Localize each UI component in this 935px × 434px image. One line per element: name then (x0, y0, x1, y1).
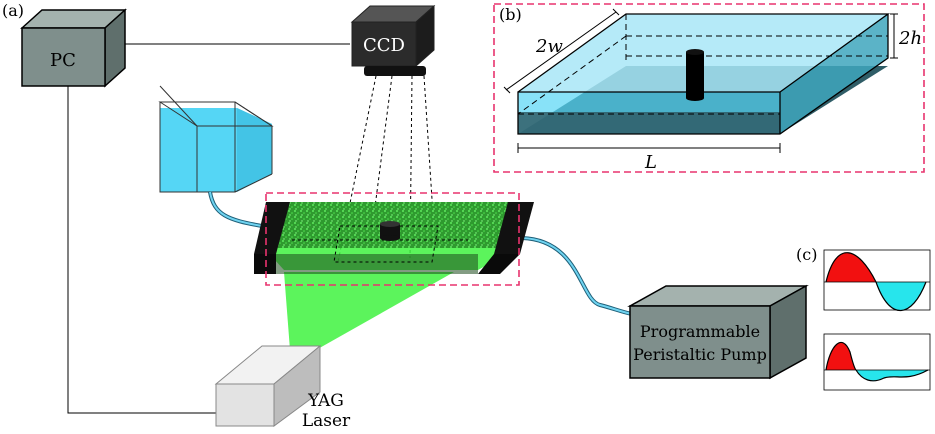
yag-laser: YAG Laser (214, 344, 351, 431)
laser-label-line1: YAG (307, 391, 344, 411)
peristaltic-pump: Programmable Peristaltic Pump (627, 284, 809, 380)
height-dimension-label: 2h (898, 28, 922, 49)
ccd-label: CCD (363, 35, 405, 56)
outlet-tube (521, 236, 633, 316)
water-reservoir (158, 85, 274, 193)
pump-label-line2: Peristaltic Pump (633, 345, 767, 364)
length-dimension-label: L (644, 152, 657, 173)
channel-geometry-inset: 2w 2h L (493, 3, 925, 173)
laser-label-line2: Laser (302, 411, 351, 429)
ccd-camera: CCD (350, 4, 436, 76)
flow-channel (254, 202, 534, 274)
pc-label: PC (50, 50, 76, 71)
pump-label-line1: Programmable (640, 322, 760, 341)
panel-c-label: (c) (796, 245, 817, 264)
sinusoidal-waveform (823, 249, 931, 311)
panel-b-label: (b) (499, 5, 522, 24)
panel-a-label: (a) (2, 1, 24, 20)
pc-laser-cable (67, 84, 216, 414)
width-dimension-label: 2w (535, 36, 563, 57)
region-highlight-box (265, 192, 520, 286)
inlet-tube (208, 191, 263, 228)
pulsatile-waveform (823, 333, 931, 391)
pc-box: PC (20, 8, 127, 88)
laser-light-sheet (284, 272, 454, 350)
